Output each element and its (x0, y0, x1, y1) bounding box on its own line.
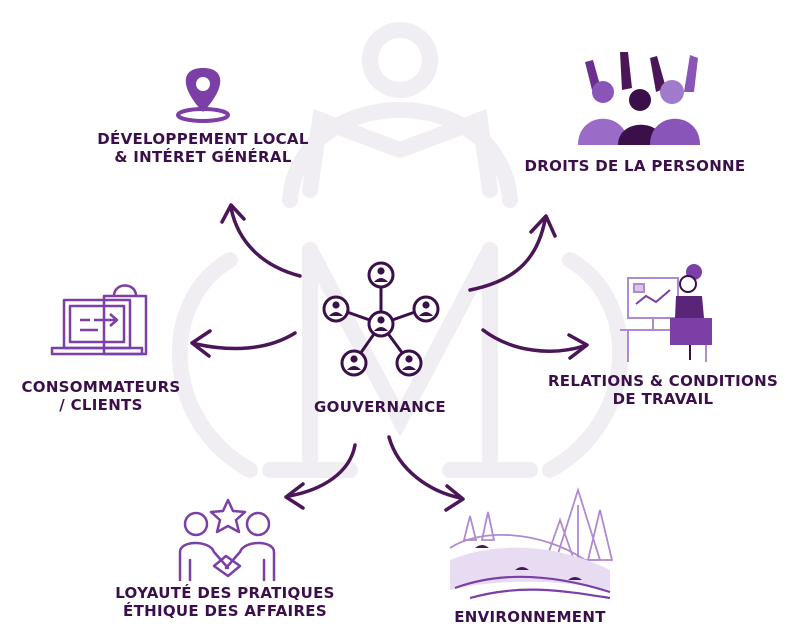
label-line: ENVIRONNEMENT (454, 608, 606, 626)
label-line: DROITS DE LA PERSONNE (524, 157, 746, 175)
arrow-to-travail (481, 328, 586, 353)
arrow-to-local (229, 206, 302, 278)
label-line: LOYAUTÉ DES PRATIQUES (115, 584, 335, 602)
label-line: & INTÉRET GÉNÉRAL (114, 148, 292, 166)
arrowhead-droits (529, 214, 557, 238)
label-consommateurs: CONSOMMATEURS / CLIENTS (6, 378, 196, 414)
arrow-to-droits (468, 218, 547, 292)
label-line: CONSOMMATEURS (21, 378, 181, 396)
center-label: GOUVERNANCE (314, 398, 446, 416)
label-line: RELATIONS & CONDITIONS (547, 372, 779, 390)
arrowhead-consommateurs (190, 329, 212, 358)
label-line: DÉVELOPPEMENT LOCAL (97, 130, 309, 148)
label-relations-travail: RELATIONS & CONDITIONS DE TRAVAIL (533, 372, 793, 408)
arrow-to-loyaute (287, 443, 357, 498)
label-line: / CLIENTS (59, 396, 143, 414)
label-droits-personne: DROITS DE LA PERSONNE (505, 157, 765, 175)
label-developpement-local: DÉVELOPPEMENT LOCAL & INTÉRET GÉNÉRAL (72, 130, 334, 166)
arrow-to-environnement (387, 435, 463, 500)
label-line: DE TRAVAIL (612, 390, 714, 408)
label-loyaute-pratiques: LOYAUTÉ DES PRATIQUES ÉTHIQUE DES AFFAIR… (95, 584, 355, 620)
arrow-to-consommateurs (194, 331, 297, 351)
arrowhead-local (220, 203, 246, 224)
label-environnement: ENVIRONNEMENT (440, 608, 620, 626)
arrowhead-travail (567, 333, 589, 360)
arrowhead-environnement (444, 484, 465, 512)
label-gouvernance: GOUVERNANCE (300, 398, 460, 416)
label-line: ÉTHIQUE DES AFFAIRES (123, 602, 327, 620)
arrowhead-loyaute (284, 482, 305, 510)
